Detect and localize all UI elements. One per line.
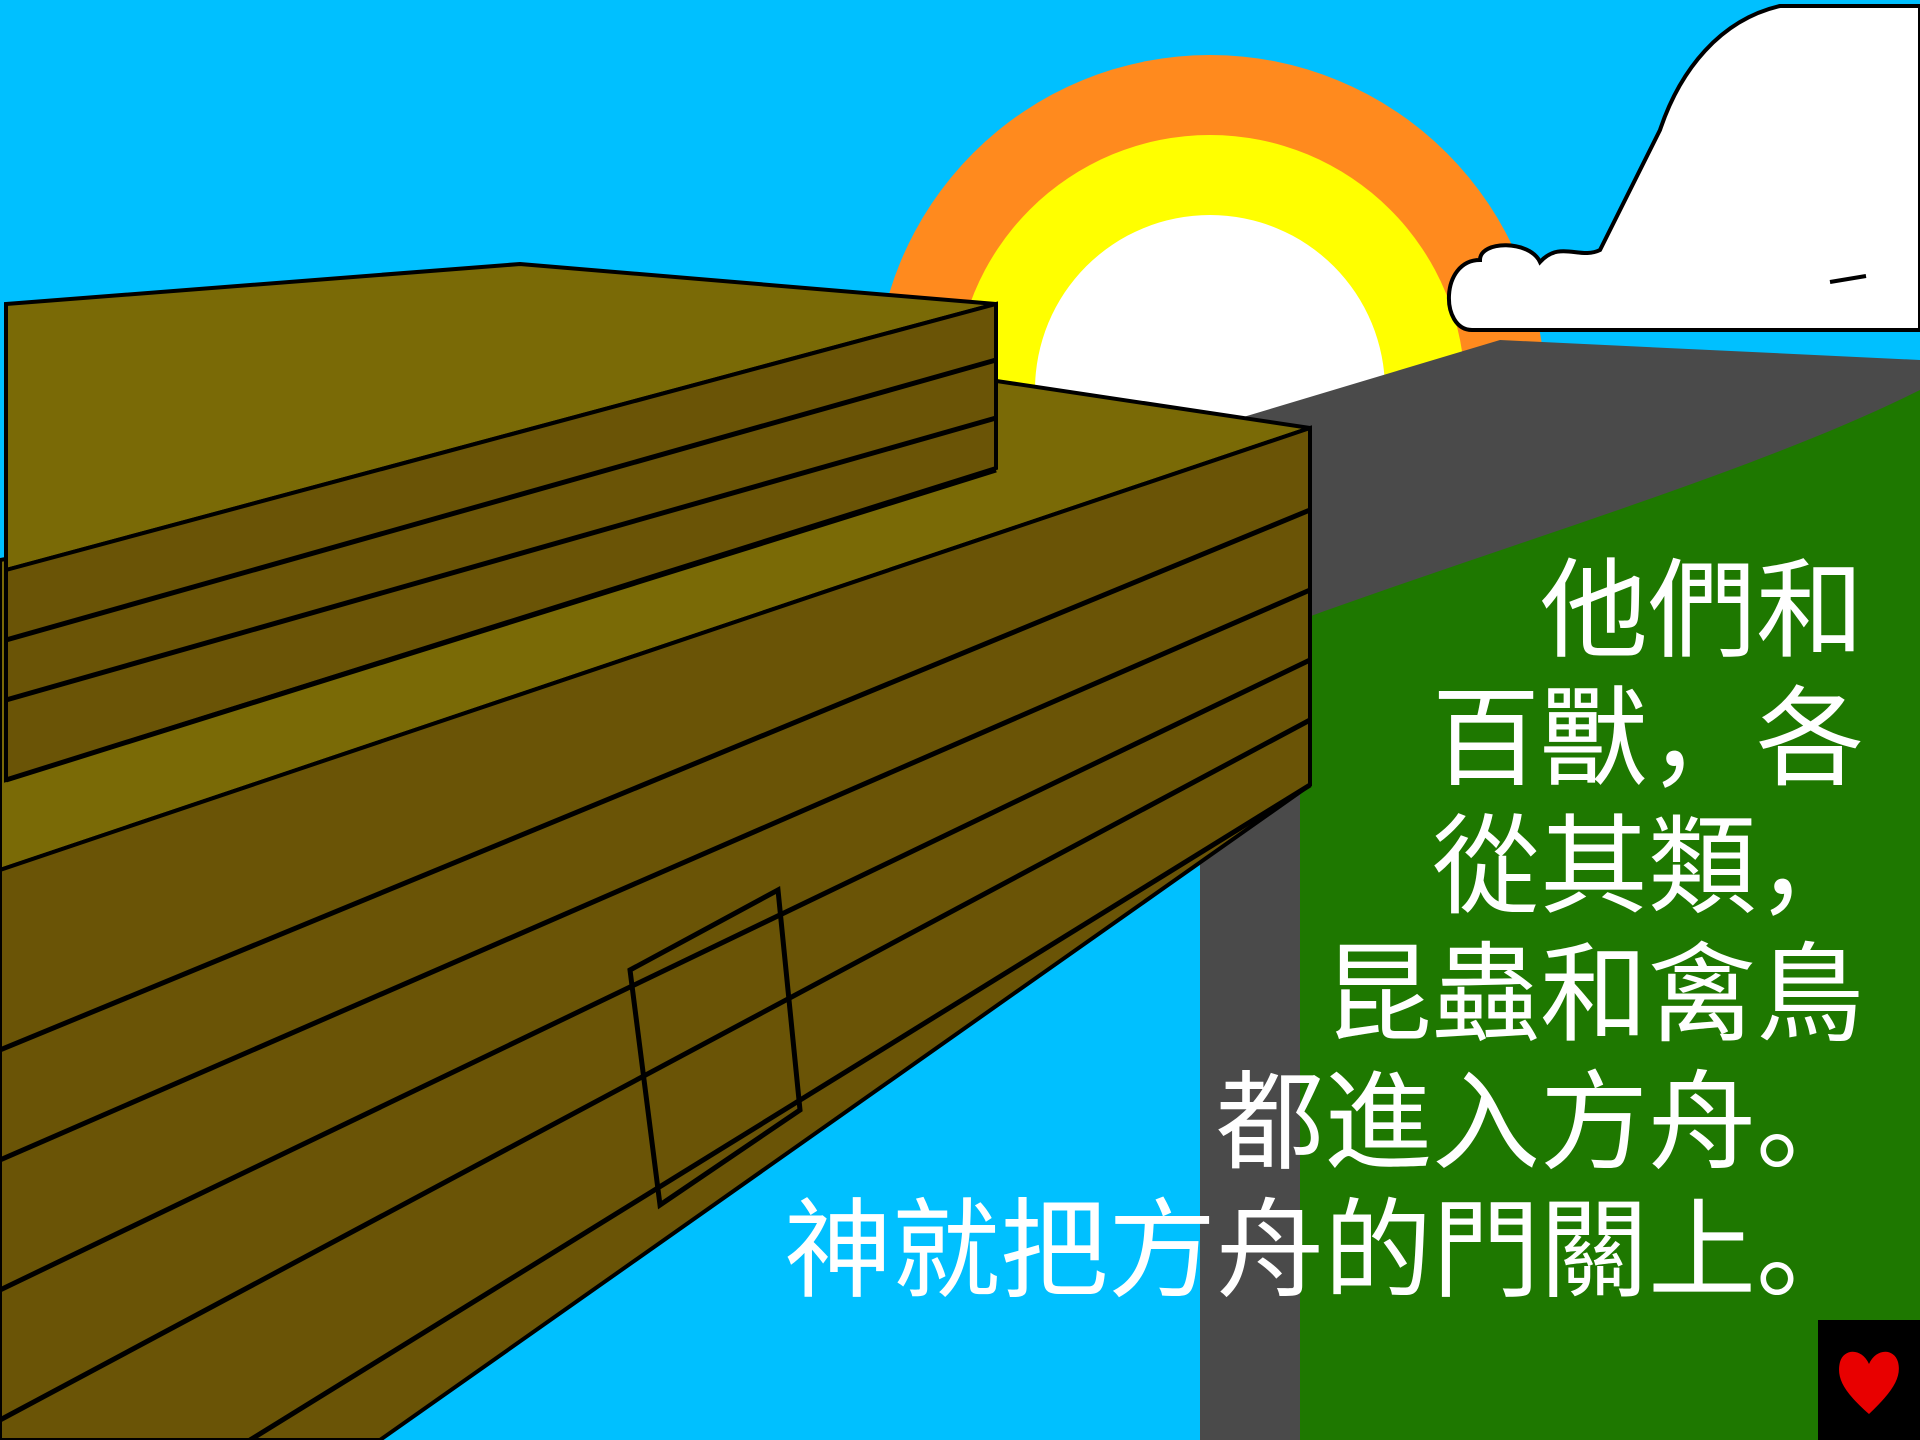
cloud-icon bbox=[1447, 3, 1920, 332]
caption-line-3: 從其類， bbox=[1431, 805, 1864, 930]
scripture-caption: 他們和 百獸，各 從其類， 昆蟲和禽鳥 都進入方舟。 神就把方舟的門關上。 bbox=[704, 548, 1864, 1316]
caption-line-1: 他們和 bbox=[1539, 549, 1864, 674]
caption-line-4: 昆蟲和禽鳥 bbox=[1323, 933, 1864, 1058]
next-slide-button[interactable] bbox=[1818, 1320, 1920, 1440]
caption-line-6: 神就把方舟的門關上。 bbox=[783, 1189, 1864, 1314]
grass-hill bbox=[1300, 390, 1920, 1440]
caption-line-5: 都進入方舟。 bbox=[1215, 1061, 1864, 1186]
heart-icon bbox=[1839, 1351, 1899, 1414]
ark bbox=[0, 261, 1312, 1440]
caption-line-2: 百獸，各 bbox=[1431, 677, 1864, 802]
ark-door bbox=[627, 886, 803, 1210]
